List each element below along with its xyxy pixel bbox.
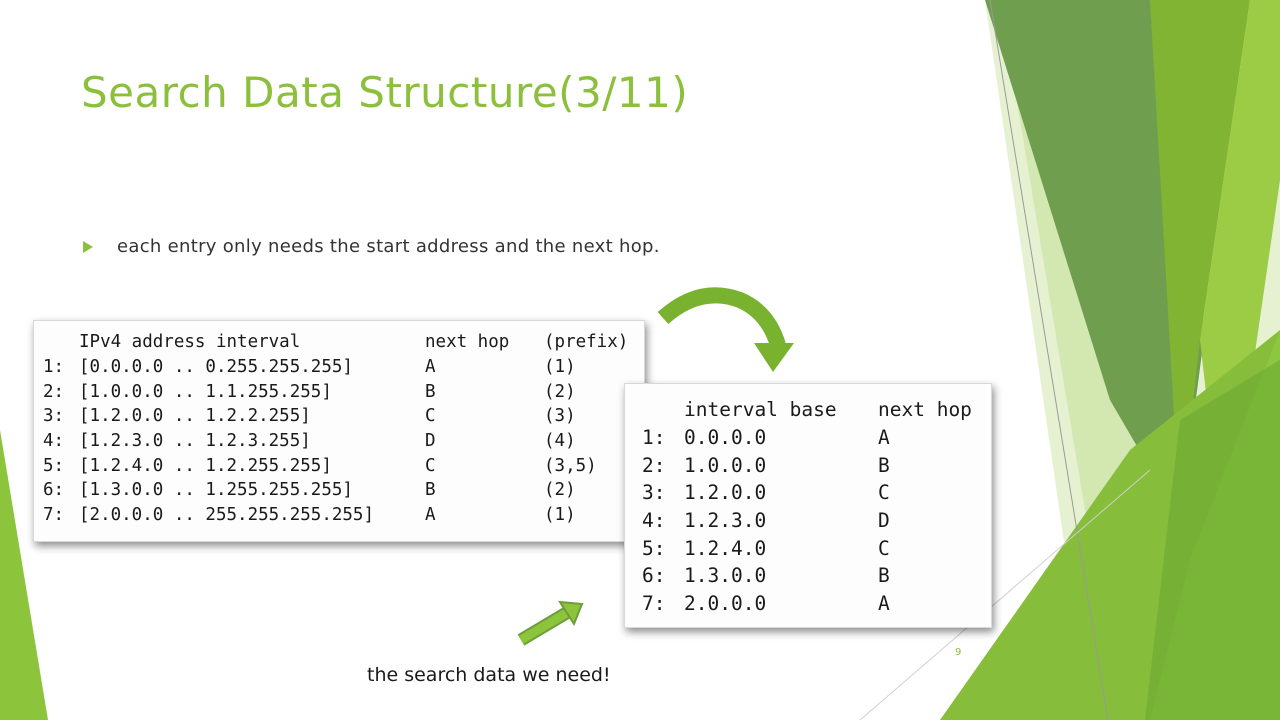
header-interval: IPv4 address interval — [79, 332, 301, 353]
table-row: 3: [1.2.0.0 .. 1.2.2.255] C (3) — [43, 404, 628, 429]
table-row: 1: 0.0.0.0 A — [642, 424, 972, 452]
right-dark-panel — [985, 0, 1205, 520]
bullet-text: each entry only needs the start address … — [117, 236, 660, 257]
row-index: 7: — [43, 505, 65, 526]
search-table-image: interval base next hop 1: 0.0.0.0 A 2: 1… — [624, 383, 992, 628]
row-interval: [1.2.3.0 .. 1.2.3.255] — [79, 431, 311, 452]
row-next-hop: C — [878, 481, 890, 505]
table-row: 5: 1.2.4.0 C — [642, 534, 972, 562]
header-next-hop: next hop — [878, 398, 972, 422]
interval-table: IPv4 address interval next hop (prefix) … — [43, 330, 628, 528]
row-interval-base: 1.2.3.0 — [684, 509, 767, 533]
row-prefix: (4) — [544, 431, 576, 452]
left-green-stripe — [0, 430, 48, 720]
table-row: 5: [1.2.4.0 .. 1.2.255.255] C (3,5) — [43, 453, 628, 478]
row-index: 3: — [43, 406, 65, 427]
header-next-hop: next hop — [425, 332, 510, 353]
row-next-hop: B — [878, 564, 890, 588]
row-index: 5: — [43, 455, 65, 476]
right-mid-panel — [1150, 0, 1250, 520]
row-interval: [1.0.0.0 .. 1.1.255.255] — [79, 381, 332, 402]
page-number: 9 — [955, 647, 962, 658]
row-index: 2: — [43, 381, 65, 402]
row-interval: [1.2.4.0 .. 1.2.255.255] — [79, 455, 332, 476]
table-row: 1: [0.0.0.0 .. 0.255.255.255] A (1) — [43, 355, 628, 380]
row-index: 6: — [642, 564, 666, 588]
table-row: 2: [1.0.0.0 .. 1.1.255.255] B (2) — [43, 379, 628, 404]
row-prefix: (1) — [544, 357, 576, 378]
slide-title: Search Data Structure(3/11) — [81, 68, 689, 117]
row-prefix: (3) — [544, 406, 576, 427]
row-interval: [2.0.0.0 .. 255.255.255.255] — [79, 505, 375, 526]
row-next-hop: A — [878, 426, 890, 450]
table-header-row: interval base next hop — [642, 396, 972, 424]
row-index: 3: — [642, 481, 666, 505]
row-next-hop: A — [878, 592, 890, 616]
thin-diagonal-line-2 — [859, 469, 1151, 720]
table-header-row: IPv4 address interval next hop (prefix) — [43, 330, 628, 355]
table-row: 4: 1.2.3.0 D — [642, 507, 972, 535]
row-interval: [0.0.0.0 .. 0.255.255.255] — [79, 357, 353, 378]
triangle-bullet-icon — [83, 240, 93, 253]
row-next-hop: B — [425, 381, 436, 402]
row-next-hop: B — [425, 480, 436, 501]
row-next-hop: C — [425, 455, 436, 476]
table-row: 6: [1.3.0.0 .. 1.255.255.255] B (2) — [43, 478, 628, 503]
caption-text: the search data we need! — [367, 664, 611, 686]
bottom-right-dark — [1145, 360, 1280, 720]
header-index — [642, 396, 684, 424]
search-table: interval base next hop 1: 0.0.0.0 A 2: 1… — [642, 396, 972, 618]
row-prefix: (2) — [544, 381, 576, 402]
row-interval-base: 1.2.4.0 — [684, 536, 767, 560]
row-index: 1: — [43, 357, 65, 378]
row-index: 4: — [43, 431, 65, 452]
row-interval-base: 1.2.0.0 — [684, 481, 767, 505]
row-next-hop: D — [878, 509, 890, 533]
table-row: 6: 1.3.0.0 B — [642, 562, 972, 590]
row-next-hop: B — [878, 453, 890, 477]
table-row: 4: [1.2.3.0 .. 1.2.3.255] D (4) — [43, 429, 628, 454]
table-row: 7: 2.0.0.0 A — [642, 590, 972, 618]
row-next-hop: C — [878, 536, 890, 560]
header-interval-base: interval base — [684, 398, 837, 422]
row-interval: [1.3.0.0 .. 1.255.255.255] — [79, 480, 353, 501]
row-next-hop: D — [425, 431, 436, 452]
bullet-item: each entry only needs the start address … — [83, 236, 660, 257]
table-row: 7: [2.0.0.0 .. 255.255.255.255] A (1) — [43, 503, 628, 528]
row-index: 2: — [642, 453, 666, 477]
row-interval: [1.2.0.0 .. 1.2.2.255] — [79, 406, 311, 427]
row-next-hop: A — [425, 357, 436, 378]
row-index: 6: — [43, 480, 65, 501]
row-prefix: (1) — [544, 505, 576, 526]
row-next-hop: A — [425, 505, 436, 526]
row-index: 4: — [642, 509, 666, 533]
row-next-hop: C — [425, 406, 436, 427]
row-index: 1: — [642, 426, 666, 450]
header-index — [43, 330, 79, 355]
header-prefix: (prefix) — [544, 332, 629, 353]
row-interval-base: 1.3.0.0 — [684, 564, 767, 588]
row-prefix: (2) — [544, 480, 576, 501]
row-index: 7: — [642, 592, 666, 616]
table-row: 3: 1.2.0.0 C — [642, 479, 972, 507]
row-prefix: (3,5) — [544, 455, 597, 476]
table-row: 2: 1.0.0.0 B — [642, 451, 972, 479]
row-interval-base: 0.0.0.0 — [684, 426, 767, 450]
thin-diagonal-line — [989, 0, 1109, 720]
row-interval-base: 1.0.0.0 — [684, 453, 767, 477]
interval-table-image: IPv4 address interval next hop (prefix) … — [33, 320, 645, 542]
row-index: 5: — [642, 536, 666, 560]
row-interval-base: 2.0.0.0 — [684, 592, 767, 616]
